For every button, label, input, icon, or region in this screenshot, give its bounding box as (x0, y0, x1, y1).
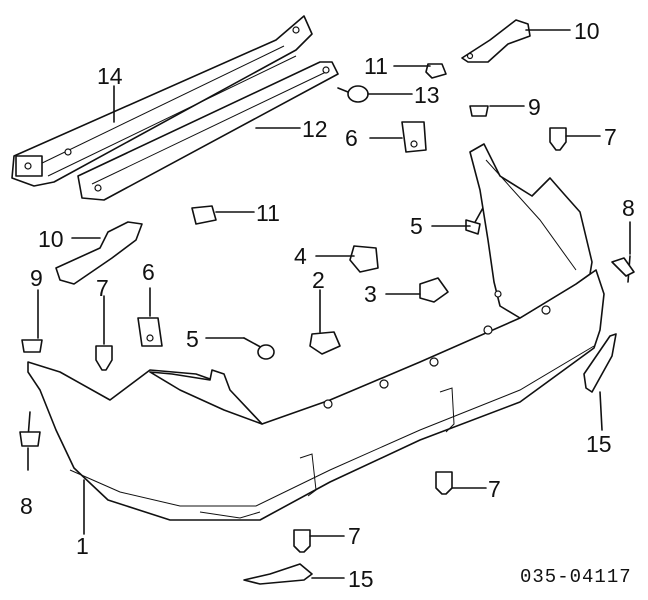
callout-3: 3 (364, 281, 377, 307)
clip-11-upper (425, 63, 447, 79)
callout-labels: 14 12 11 13 10 9 6 7 8 5 10 11 4 6 2 3 9… (20, 18, 635, 592)
fastener-7-d (293, 529, 311, 553)
callout-7-bottom: 7 (348, 523, 361, 549)
callout-1: 1 (76, 533, 89, 559)
fastener-7-b (95, 345, 113, 371)
push-pin-13 (337, 85, 369, 103)
callout-5-upper: 5 (410, 213, 423, 239)
callout-7-upper-right: 7 (604, 124, 617, 150)
callout-15-right: 15 (586, 431, 612, 457)
fastener-7-c (435, 471, 453, 495)
bracket-10-lower (55, 221, 143, 285)
energy-absorber-12 (77, 61, 339, 201)
callout-2: 2 (312, 267, 325, 293)
callout-9-upper: 9 (528, 94, 541, 120)
bumper-cover-1 (27, 143, 605, 521)
callout-4: 4 (294, 243, 307, 269)
callout-15-bottom: 15 (348, 566, 374, 592)
callout-9-left: 9 (30, 265, 43, 291)
nut-4 (349, 245, 379, 273)
screw-5-lower (243, 337, 275, 360)
molding-15-right (583, 333, 617, 393)
callout-5-lower: 5 (186, 326, 199, 352)
clip-11-mid (191, 205, 217, 225)
screw-8-right (611, 255, 635, 283)
callout-6-upper: 6 (345, 125, 358, 151)
clip-3 (419, 277, 449, 303)
callout-11-mid: 11 (256, 200, 280, 226)
bracket-10-upper (461, 19, 531, 63)
leader-lines (27, 29, 631, 579)
fastener-7-a (549, 127, 567, 151)
clip-9-upper (469, 105, 489, 117)
callout-12: 12 (302, 116, 328, 142)
molding-15-lower (243, 563, 313, 585)
retainer-6-lower (137, 317, 163, 347)
screw-5-upper (465, 205, 485, 235)
clip-9-left (21, 339, 43, 353)
callout-6-lower: 6 (142, 259, 155, 285)
diagram-code: 035-04117 (520, 566, 632, 588)
callout-8-left: 8 (20, 493, 33, 519)
retainer-6-upper (401, 121, 427, 153)
callout-10-upper: 10 (574, 18, 600, 44)
reinforcement-bar-14 (11, 15, 313, 187)
screw-8-left (19, 411, 41, 447)
callout-13: 13 (414, 82, 440, 108)
callout-14: 14 (97, 63, 123, 89)
callout-11-upper: 11 (364, 53, 388, 79)
callout-8-right: 8 (622, 195, 635, 221)
callout-10-lower: 10 (38, 226, 64, 252)
clip-2 (309, 331, 341, 355)
callout-7-lower-right: 7 (488, 476, 501, 502)
callout-7-left: 7 (96, 275, 109, 301)
